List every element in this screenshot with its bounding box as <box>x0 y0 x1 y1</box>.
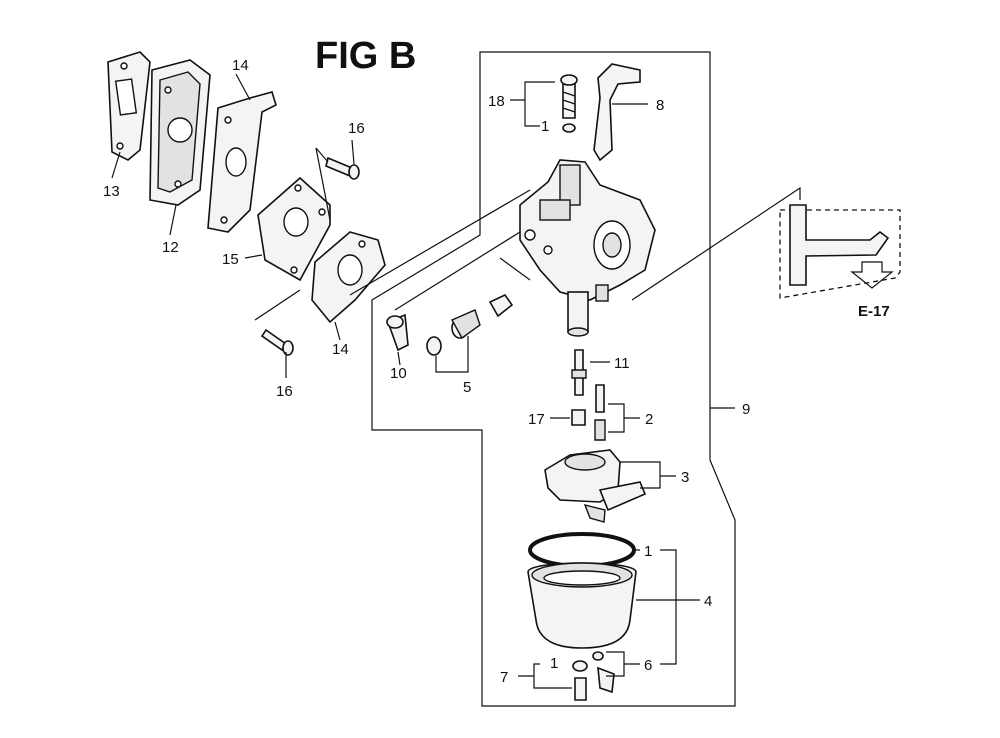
spring-set-5 <box>426 293 514 356</box>
callout-5: 5 <box>463 379 471 396</box>
alignment-line-d <box>394 231 521 311</box>
alignment-line-c <box>349 189 531 296</box>
callout-11: 11 <box>614 355 630 372</box>
callout-18: 18 <box>488 93 505 110</box>
callout-4: 4 <box>704 593 712 610</box>
callout-3: 3 <box>681 469 689 486</box>
float-chamber-gasket-1 <box>528 532 636 568</box>
callout-9: 9 <box>742 401 750 418</box>
plate-15 <box>257 176 331 282</box>
callout-1-middle: 1 <box>644 543 652 560</box>
callout-14-upper: 14 <box>232 57 249 74</box>
callout-12: 12 <box>162 239 179 256</box>
callout-16-upper: 16 <box>348 120 365 137</box>
bolt-16-upper <box>315 147 360 180</box>
drain-screw-7 <box>572 660 588 701</box>
callout-8: 8 <box>656 97 664 114</box>
alignment-line-a <box>315 147 331 221</box>
callout-2: 2 <box>645 411 653 428</box>
callout-1-top: 1 <box>541 118 549 135</box>
callout-1-bottom: 1 <box>550 655 558 672</box>
gasket-14-upper <box>207 91 277 233</box>
callout-7: 7 <box>500 669 508 686</box>
e17-reference-box <box>779 204 901 299</box>
main-nozzle-11 <box>571 349 587 396</box>
bolt-16-lower <box>260 328 294 356</box>
main-jet-17 <box>571 409 586 426</box>
callout-17: 17 <box>528 411 545 428</box>
float-chamber-4 <box>527 562 637 649</box>
gasket-13 <box>107 51 151 161</box>
callout-13: 13 <box>103 183 120 200</box>
callout-16-lower: 16 <box>276 383 293 400</box>
fuel-line-connector <box>631 186 801 301</box>
bolt-6 <box>592 651 615 694</box>
throttle-stop-screw-10 <box>386 313 409 352</box>
gasket-14-lower <box>311 231 386 324</box>
callout-14-lower: 14 <box>332 341 349 358</box>
callout-15: 15 <box>222 251 239 268</box>
leader-lines <box>111 73 735 689</box>
float-valve-2 <box>594 384 606 441</box>
alignment-line-e <box>499 257 531 281</box>
callout-numbers: 13 12 14 15 14 16 16 18 1 8 10 5 11 17 2… <box>103 57 750 686</box>
alignment-line-b <box>254 289 301 321</box>
choke-lever-8 <box>593 63 641 162</box>
pilot-screw-18 <box>560 74 578 133</box>
carburetor-body <box>519 159 656 337</box>
float-3 <box>544 449 647 523</box>
assembly-outline <box>371 51 736 707</box>
callout-10: 10 <box>390 365 407 382</box>
reference-label: E-17 <box>858 303 890 320</box>
callout-6: 6 <box>644 657 652 674</box>
insulator-12 <box>149 59 211 206</box>
figure-title: FIG B <box>315 35 416 77</box>
